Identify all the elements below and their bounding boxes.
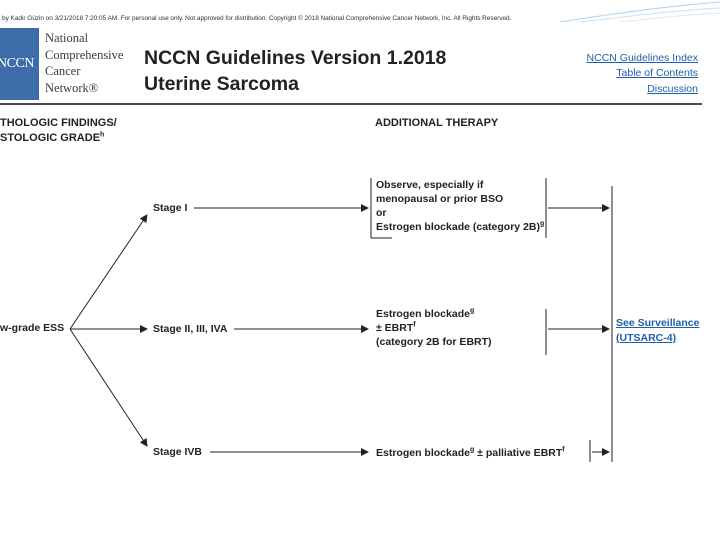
logo-line: Network®	[45, 80, 99, 95]
logo-abbrev: NCCN	[0, 56, 34, 71]
footnote-marker: f	[413, 321, 416, 329]
therapy-line: ± EBRTf	[376, 321, 492, 335]
footnote-marker: h	[100, 131, 105, 139]
stage-node-i: Stage I	[153, 202, 188, 214]
copyright-notice: by Kadir Güzin on 3/21/2018 7:20:05 AM. …	[2, 15, 512, 22]
column-header-line: STOLOGIC GRADEh	[0, 131, 117, 146]
guidelines-index-link[interactable]: NCCN Guidelines Index	[586, 52, 698, 64]
page-title: NCCN Guidelines Version 1.2018	[144, 47, 447, 69]
page-subtitle: Uterine Sarcoma	[144, 73, 299, 95]
logo-line: Cancer	[45, 64, 81, 78]
stage-node-ivb: Stage IVB	[153, 446, 203, 458]
column-header-additional-therapy: ADDITIONAL THERAPY	[375, 117, 499, 129]
footnote-marker: g	[469, 307, 475, 315]
header-divider	[0, 103, 702, 105]
logo-line: National	[45, 31, 89, 45]
arrow-root-to-stage-i	[69, 214, 148, 330]
therapy-line: Estrogen blockade (category 2B)g	[376, 220, 544, 234]
logo-line: Comprehensive	[45, 47, 124, 62]
footnote-marker: g	[469, 446, 475, 454]
header-decoration	[560, 0, 720, 22]
therapy-text: Estrogen blockade (category 2B)	[376, 221, 540, 233]
therapy-line: Estrogen blockadeg	[376, 307, 492, 321]
column-header-text: STOLOGIC GRADE	[0, 132, 101, 144]
therapy-line: or	[376, 207, 387, 219]
therapy-line: (category 2B for EBRT)	[376, 336, 492, 348]
therapy-text: Estrogen blockade	[376, 447, 470, 459]
logo-wordmark: National Comprehensive Cancer Network®	[45, 30, 135, 96]
surveillance-line[interactable]: See Surveillance	[616, 317, 700, 329]
column-header-findings: THOLOGIC FINDINGS/ STOLOGIC GRADEh	[0, 116, 117, 146]
discussion-link[interactable]: Discussion	[647, 83, 698, 95]
therapy-text: ± EBRT	[376, 322, 414, 334]
footnote-marker: g	[539, 220, 545, 228]
therapy-text: ± palliative EBRT	[474, 447, 563, 459]
therapy-box-stage-ii: Estrogen blockadeg ± EBRTf (category 2B …	[376, 307, 492, 349]
therapy-box-stage-ivb: Estrogen blockadeg ± palliative EBRTf	[376, 446, 565, 460]
therapy-box-stage-i: Observe, especially if menopausal or pri…	[376, 178, 544, 234]
therapy-line: Observe, especially if	[376, 179, 484, 191]
therapy-text: Estrogen blockade	[376, 308, 470, 320]
arrow-root-to-stage-ivb	[69, 328, 148, 447]
nccn-logo: NCCN	[0, 28, 39, 100]
table-of-contents-link[interactable]: Table of Contents	[616, 67, 698, 79]
root-node-low-grade-ess: w-grade ESS	[0, 322, 65, 334]
footnote-marker: f	[562, 446, 565, 454]
column-header-line: THOLOGIC FINDINGS/	[0, 117, 117, 129]
see-surveillance-link[interactable]: See Surveillance (UTSARC-4)	[616, 316, 699, 346]
stage-node-ii-iii-iva: Stage II, III, IVA	[153, 323, 228, 335]
therapy-line: menopausal or prior BSO	[376, 193, 504, 205]
surveillance-line[interactable]: (UTSARC-4)	[616, 332, 677, 344]
